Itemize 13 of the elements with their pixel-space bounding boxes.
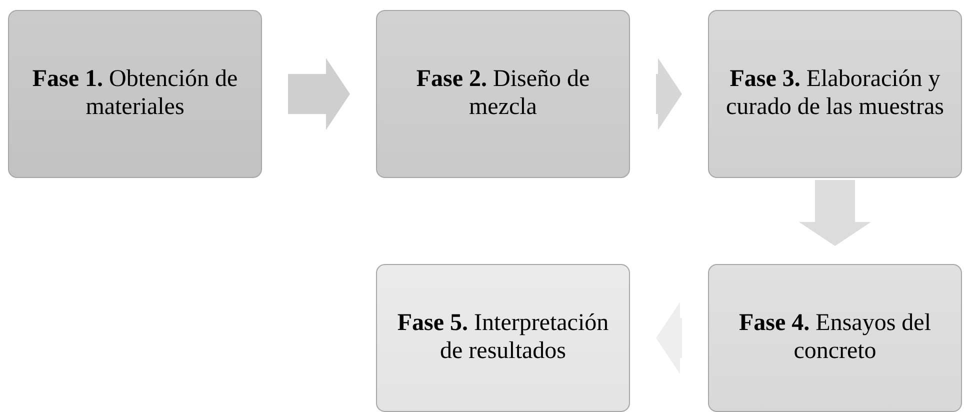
phase-label: Fase 1. Obtención de materiales (31, 66, 239, 122)
phase-label: Fase 4. Ensayos del concreto (738, 310, 932, 366)
phase-label: Fase 2. Diseño de mezcla (415, 66, 591, 122)
process-box (376, 10, 630, 178)
phase-label: Fase 3. Elaboración y curado de las muestras (725, 66, 945, 122)
block-arrow (656, 58, 682, 130)
block-arrow (799, 180, 871, 246)
process-box (708, 10, 962, 178)
process-box (376, 264, 630, 412)
phase-label: Fase 5. Interpretación de resultados (396, 310, 610, 366)
block-arrow (288, 58, 350, 130)
process-box (708, 264, 962, 412)
process-box (8, 10, 262, 178)
